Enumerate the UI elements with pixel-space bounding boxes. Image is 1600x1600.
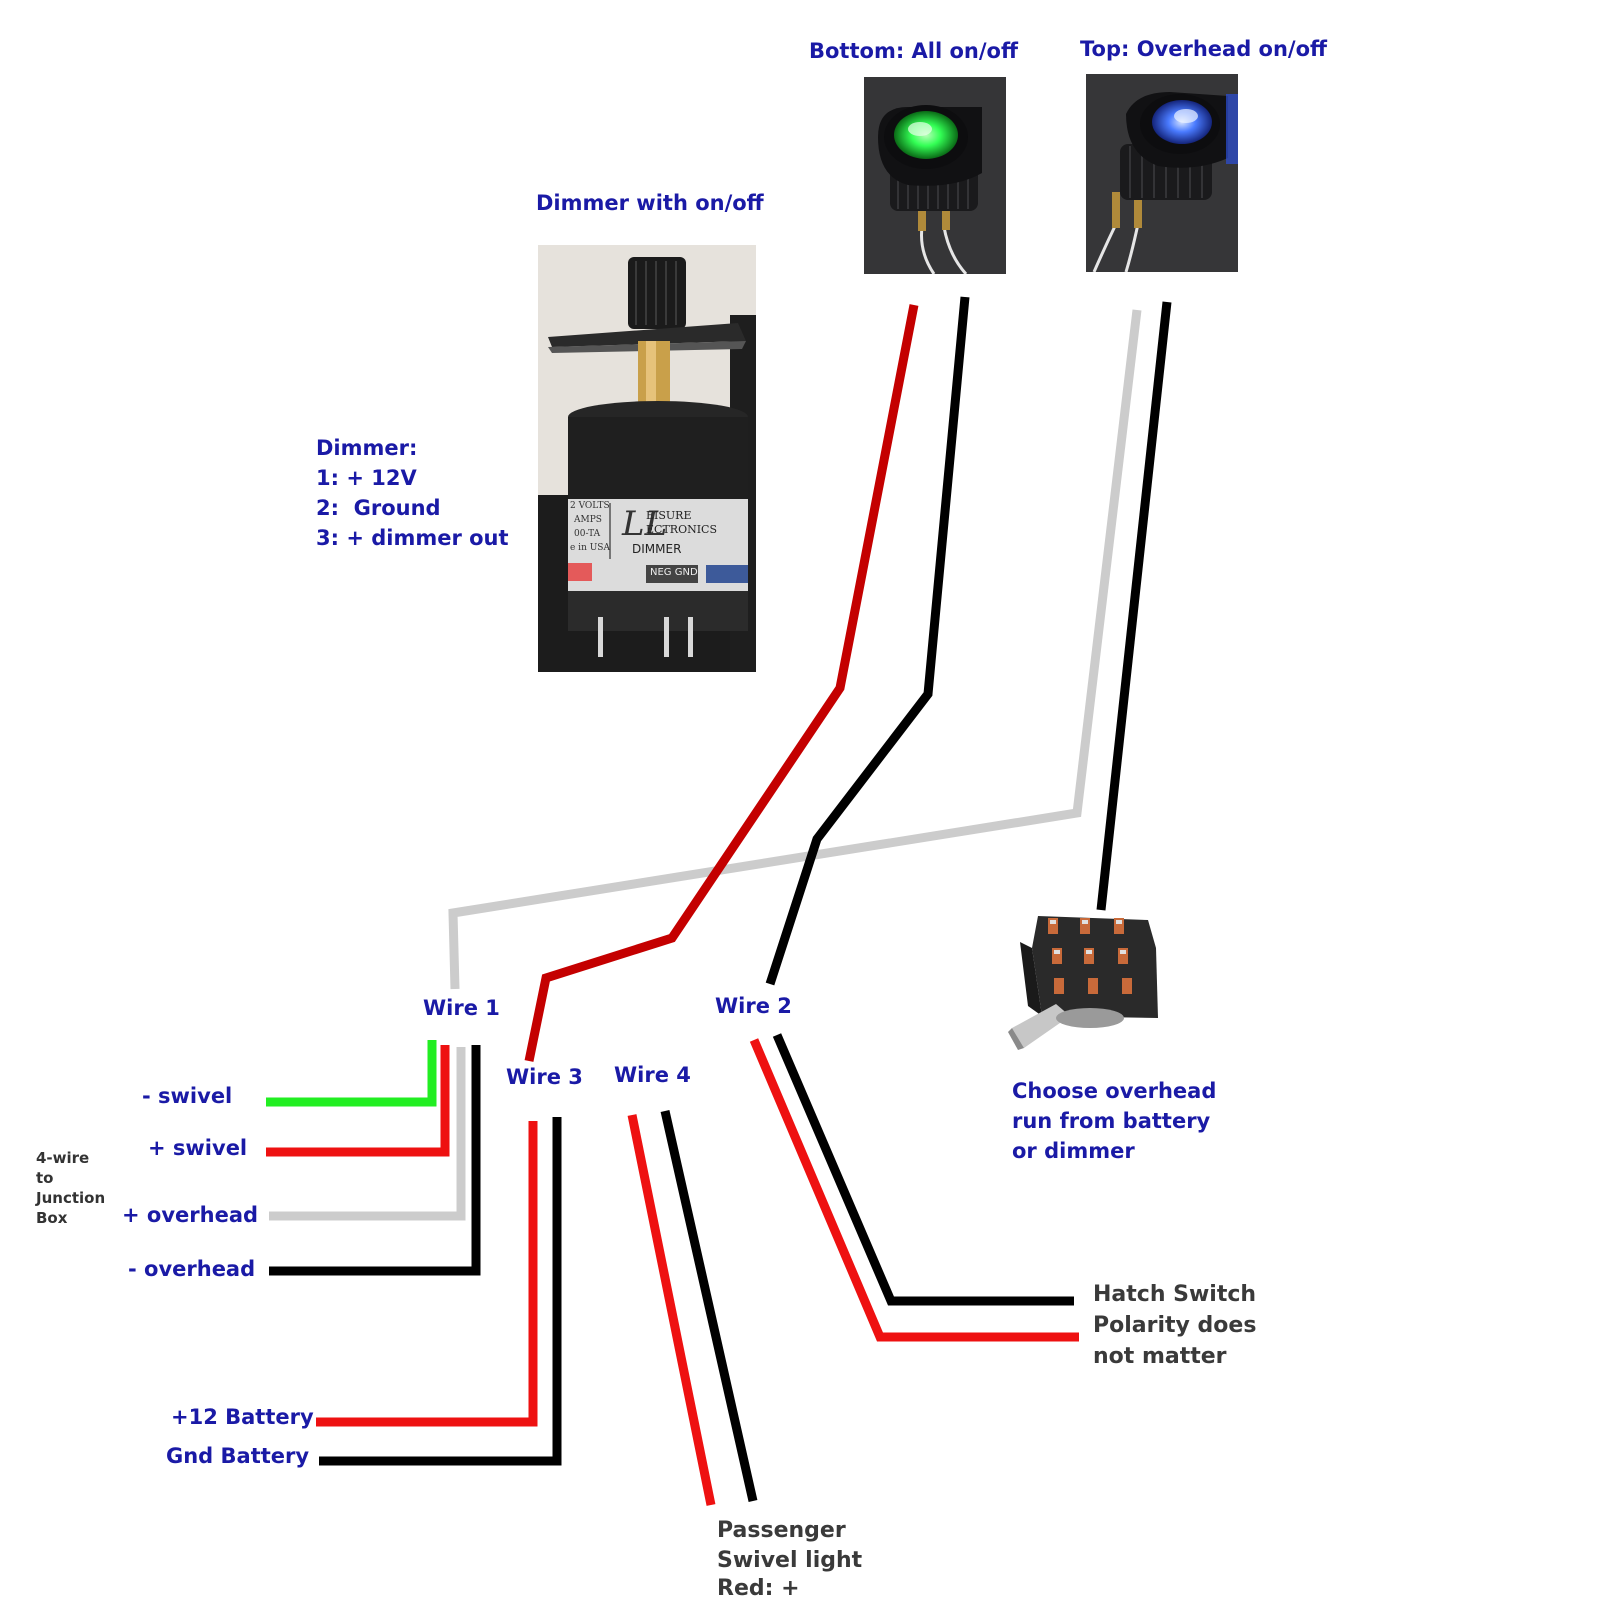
bottom-switch-photo bbox=[864, 77, 1006, 274]
wire-gray-top-switch bbox=[448, 309, 1142, 990]
dimmer-photo-model: 00-TA bbox=[574, 529, 601, 539]
dimmer-photo-origin: e in USA bbox=[570, 543, 610, 553]
top-switch-photo bbox=[1086, 74, 1238, 272]
wire-hatch-red bbox=[749, 1038, 1079, 1342]
dimmer-photo-brand-1: EISURE bbox=[646, 509, 692, 522]
wire-battery-gnd bbox=[319, 1117, 562, 1466]
hatch-line-3: not matter bbox=[1093, 1344, 1227, 1369]
passenger-line-2: Swivel light bbox=[717, 1548, 863, 1573]
dimmer-photo-product: DIMMER bbox=[632, 542, 682, 556]
wire-3-label: Wire 3 bbox=[506, 1065, 583, 1089]
hatch-line-2: Polarity does bbox=[1093, 1313, 1257, 1338]
passenger-line-1: Passenger bbox=[717, 1518, 846, 1543]
junction-note-1: 4-wire bbox=[36, 1149, 90, 1167]
dimmer-pin-3: 3: + dimmer out bbox=[316, 526, 509, 550]
wire-black-bottom-switch bbox=[765, 296, 970, 986]
minus-overhead-label: - overhead bbox=[128, 1257, 256, 1281]
junction-note-3: Junction bbox=[36, 1189, 106, 1207]
toggle-line-3: or dimmer bbox=[1012, 1139, 1135, 1163]
toggle-line-2: run from battery bbox=[1012, 1109, 1211, 1133]
wire-black-top-switch bbox=[1096, 301, 1172, 911]
wire-4-label: Wire 4 bbox=[614, 1063, 691, 1087]
wire-red-bottom-switch bbox=[524, 304, 919, 1062]
wire-minus-overhead bbox=[269, 1045, 481, 1276]
dimmer-pin-2: 2: Ground bbox=[316, 496, 441, 520]
wire-minus-swivel bbox=[266, 1040, 437, 1107]
battery-gnd-label: Gnd Battery bbox=[166, 1444, 310, 1468]
toggle-switch-photo bbox=[1008, 908, 1160, 1056]
junction-note-4: Box bbox=[36, 1209, 68, 1227]
top-switch-label: Top: Overhead on/off bbox=[1080, 37, 1328, 61]
dimmer-photo-volts: 2 VOLTS bbox=[570, 501, 610, 511]
dimmer-pins-heading: Dimmer: bbox=[316, 436, 418, 460]
wire-2-label: Wire 2 bbox=[715, 994, 792, 1018]
dimmer-pin-1: 1: + 12V bbox=[316, 466, 417, 490]
dimmer-title: Dimmer with on/off bbox=[536, 191, 764, 215]
dimmer-photo: LL 2 VOLTS AMPS 00-TA e in USA EISURE EC… bbox=[538, 245, 756, 672]
plus-swivel-label: + swivel bbox=[148, 1136, 248, 1160]
dimmer-logo: LL bbox=[621, 504, 667, 544]
junction-note-2: to bbox=[36, 1169, 54, 1187]
wire-battery-plus bbox=[316, 1121, 538, 1427]
bottom-switch-label: Bottom: All on/off bbox=[809, 39, 1018, 63]
wire-passenger-red bbox=[627, 1114, 716, 1506]
passenger-line-3: Red: + bbox=[717, 1576, 800, 1600]
plus-overhead-label: + overhead bbox=[122, 1203, 259, 1227]
hatch-line-1: Hatch Switch bbox=[1093, 1282, 1257, 1307]
battery-plus-label: +12 Battery bbox=[171, 1405, 314, 1429]
wire-1-label: Wire 1 bbox=[423, 996, 500, 1020]
dimmer-photo-brand-2: ECTRONICS bbox=[646, 523, 718, 536]
wire-hatch-black bbox=[772, 1033, 1074, 1306]
wire-plus-overhead bbox=[269, 1047, 466, 1221]
minus-swivel-label: - swivel bbox=[142, 1084, 233, 1108]
wire-passenger-black bbox=[660, 1110, 758, 1502]
dimmer-photo-neg-gnd: NEG GND bbox=[650, 567, 698, 578]
wire-plus-swivel bbox=[266, 1045, 450, 1157]
dimmer-photo-amps: AMPS bbox=[574, 515, 602, 525]
toggle-line-1: Choose overhead bbox=[1012, 1079, 1217, 1103]
